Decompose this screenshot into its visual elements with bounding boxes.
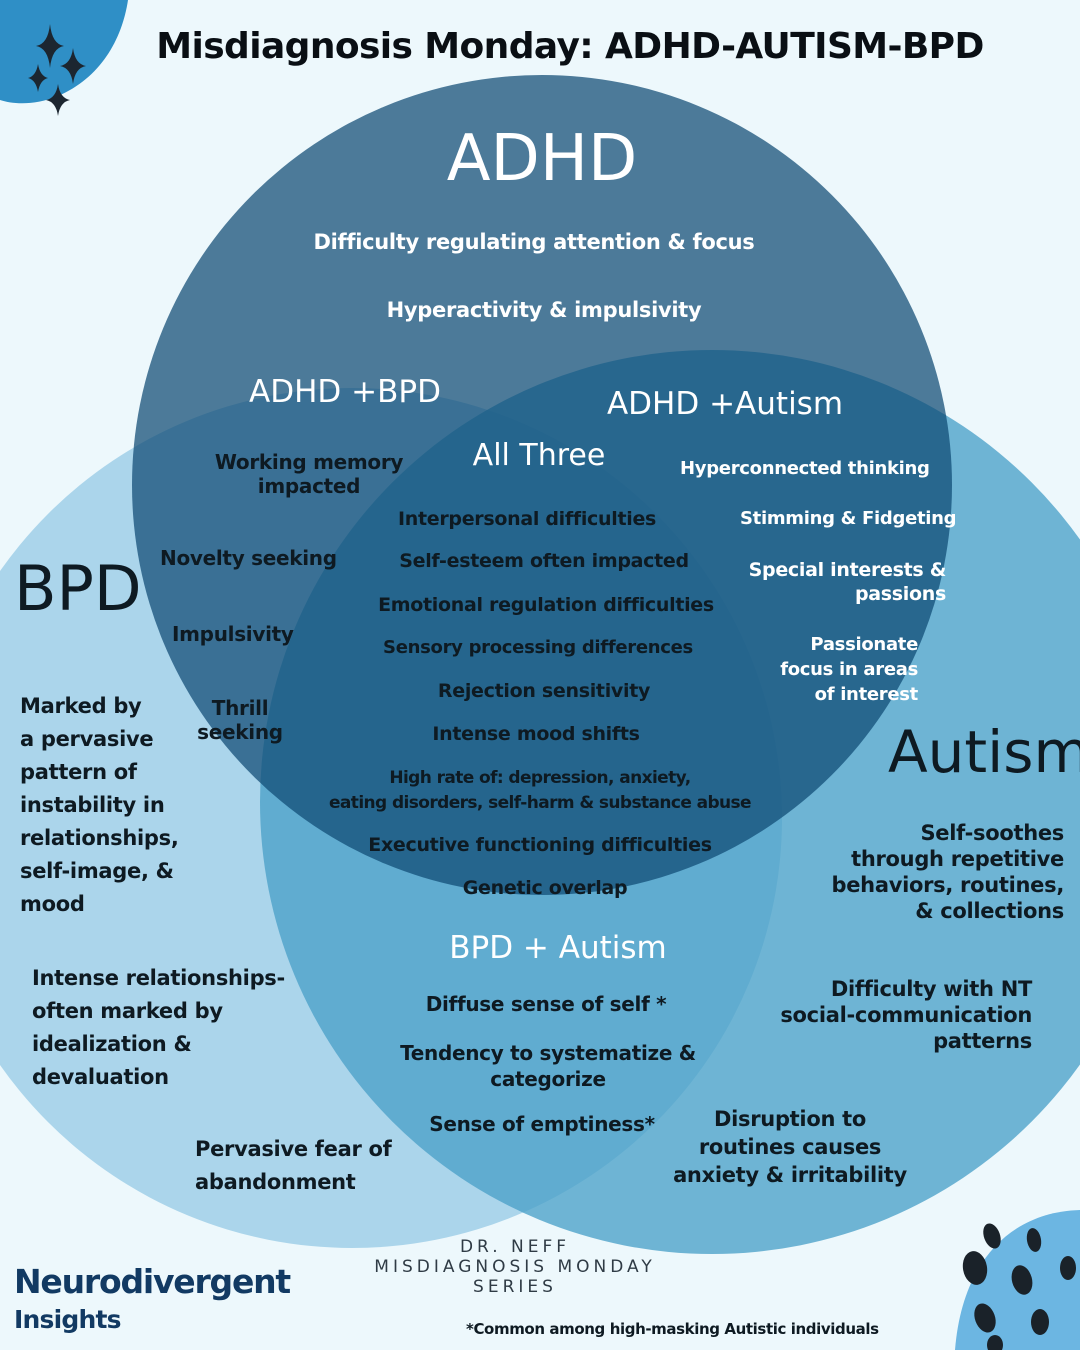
sparkle-icon — [60, 48, 86, 84]
series-credit: DR. NEFF MISDIAGNOSIS MONDAY SERIES — [374, 1237, 656, 1297]
all-three-trait: Interpersonal difficulties — [397, 508, 657, 530]
adhd-trait: Difficulty regulating attention & focus — [313, 230, 755, 254]
autism-trait: Self-soothes through repetitive behavior… — [831, 821, 1065, 923]
bpd-autism-heading: BPD + Autism — [449, 930, 667, 966]
autism-trait: Disruption to routines causes anxiety & … — [673, 1107, 907, 1187]
sparkle-icon — [46, 84, 70, 116]
all-three-trait: Self-esteem often impacted — [399, 550, 689, 572]
adhd-bpd-trait: Novelty seeking — [160, 546, 337, 570]
adhd-autism-trait: Passionate focus in areas of interest — [780, 634, 918, 705]
brand-logo-name: Neurodivergent — [14, 1262, 291, 1301]
page-title: Misdiagnosis Monday: ADHD-AUTISM-BPD — [156, 26, 984, 67]
adhd-bpd-heading: ADHD +BPD — [249, 374, 441, 410]
bpd-heading: BPD — [14, 552, 142, 625]
adhd-heading: ADHD — [446, 122, 638, 196]
sparkle-icon — [28, 64, 48, 92]
sparkle-icon — [36, 24, 64, 68]
autism-trait: Difficulty with NT social-communication … — [780, 977, 1032, 1053]
dot-pattern — [962, 1223, 1076, 1350]
all-three-trait: Executive functioning difficulties — [368, 834, 712, 856]
adhd-circle — [132, 75, 952, 895]
all-three-trait: Genetic overlap — [462, 877, 628, 899]
footnote: *Common among high-masking Autistic indi… — [466, 1320, 879, 1338]
adhd-autism-trait: Stimming & Fidgeting — [740, 508, 957, 529]
adhd-bpd-trait: Thrill seeking — [197, 696, 283, 744]
adhd-autism-trait: Hyperconnected thinking — [680, 458, 930, 479]
bpd-autism-trait: Diffuse sense of self * — [425, 992, 667, 1016]
bpd-trait: Pervasive fear of abandonment — [195, 1137, 392, 1194]
autism-heading: Autism — [888, 718, 1080, 786]
bpd-autism-trait: Tendency to systematize & categorize — [400, 1041, 696, 1091]
all-three-heading: All Three — [472, 438, 606, 473]
all-three-trait: Intense mood shifts — [432, 723, 640, 745]
adhd-bpd-trait: Working memory impacted — [214, 450, 404, 498]
all-three-trait: High rate of: depression, anxiety, eatin… — [329, 768, 752, 813]
all-three-trait: Rejection sensitivity — [437, 680, 651, 702]
adhd-autism-heading: ADHD +Autism — [606, 386, 844, 422]
adhd-autism-trait: Special interests & passions — [748, 559, 947, 605]
adhd-trait: Hyperactivity & impulsivity — [386, 298, 702, 322]
bpd-autism-trait: Sense of emptiness* — [429, 1112, 655, 1136]
bpd-description: Marked by a pervasive pattern of instabi… — [20, 694, 179, 916]
bpd-trait: Intense relationships- often marked by i… — [32, 966, 285, 1089]
all-three-trait: Emotional regulation difficulties — [378, 594, 714, 616]
adhd-bpd-trait: Impulsivity — [172, 622, 294, 646]
brand-logo-subname: Insights — [14, 1305, 121, 1334]
all-three-trait: Sensory processing differences — [383, 637, 693, 658]
